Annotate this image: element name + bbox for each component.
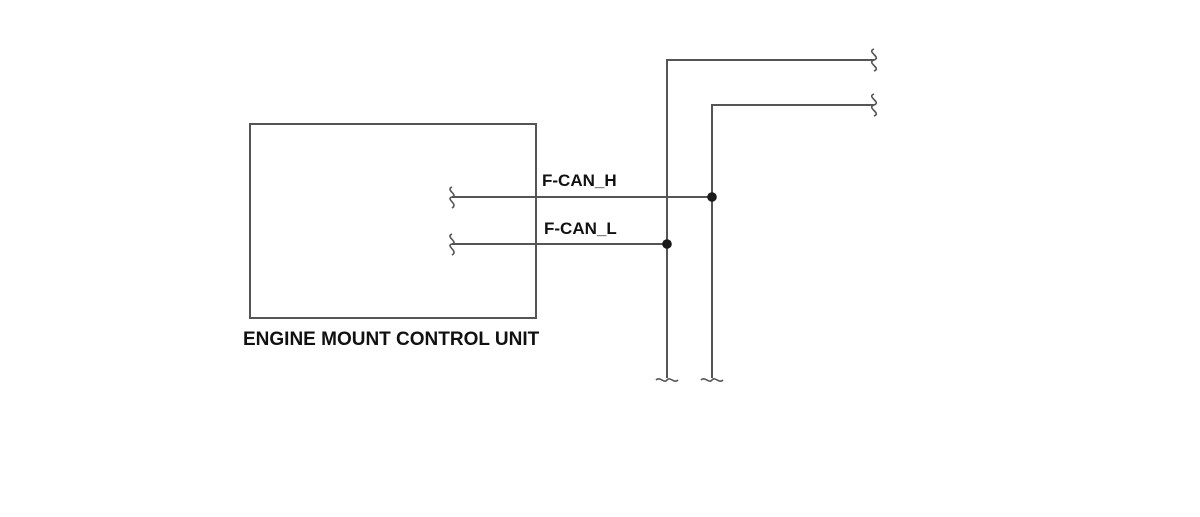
bus-top-break-mark: [870, 48, 878, 72]
f-can-l-label: F-CAN_L: [544, 219, 617, 238]
f-can-l-bus-line: [666, 59, 874, 378]
f-can-h-break-mark: [449, 186, 455, 209]
bus-mid-break-mark: [870, 93, 878, 117]
bus-bottom-right-break-mark: [700, 378, 724, 382]
f-can-h-junction: [707, 192, 717, 202]
control-unit-label: ENGINE MOUNT CONTROL UNIT: [243, 329, 540, 350]
f-can-h-label: F-CAN_H: [542, 171, 617, 190]
bus-bottom-left-break-mark: [655, 378, 679, 382]
control-unit-box: [249, 123, 537, 319]
f-can-l-junction: [662, 239, 672, 249]
f-can-h-bus-line: [711, 104, 874, 378]
f-can-l-break-mark: [449, 233, 455, 256]
